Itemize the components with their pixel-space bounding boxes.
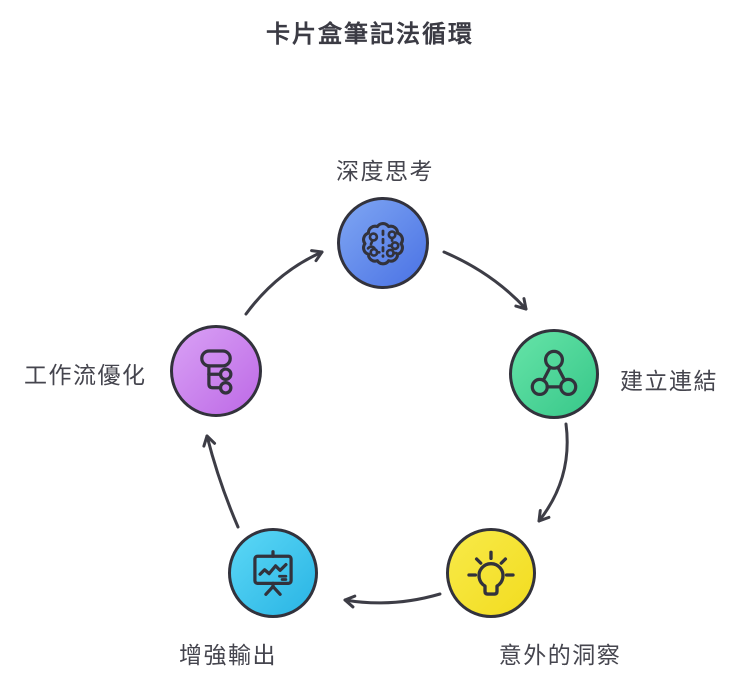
- node-unexpected-insights: [446, 528, 536, 618]
- presentation-chart-icon: [253, 550, 293, 596]
- flowchart-icon: [200, 349, 233, 395]
- node-build-connections: [509, 329, 599, 419]
- arrow-output-to-workflow: [202, 434, 240, 529]
- node-enhanced-output: [228, 528, 318, 618]
- label-deep-thinking: 深度思考: [336, 158, 434, 184]
- arrow-thinking-to-connections: [442, 250, 528, 311]
- label-build-connections: 建立連結: [620, 368, 718, 394]
- arrow-workflow-to-thinking: [244, 249, 324, 316]
- node-workflow-optimization: [170, 325, 262, 417]
- diagram-title: 卡片盒筆記法循環: [266, 21, 474, 48]
- lightbulb-icon: [467, 550, 515, 596]
- arrow-connections-to-insights: [537, 422, 569, 523]
- label-unexpected-insights: 意外的洞察: [498, 642, 622, 668]
- node-deep-thinking: [337, 197, 429, 289]
- arrow-insights-to-output: [343, 592, 442, 609]
- network-nodes-icon: [530, 349, 578, 397]
- label-workflow-optimization: 工作流優化: [24, 362, 147, 388]
- label-enhanced-output: 增強輸出: [179, 642, 277, 668]
- brain-circuit-icon: [362, 222, 404, 266]
